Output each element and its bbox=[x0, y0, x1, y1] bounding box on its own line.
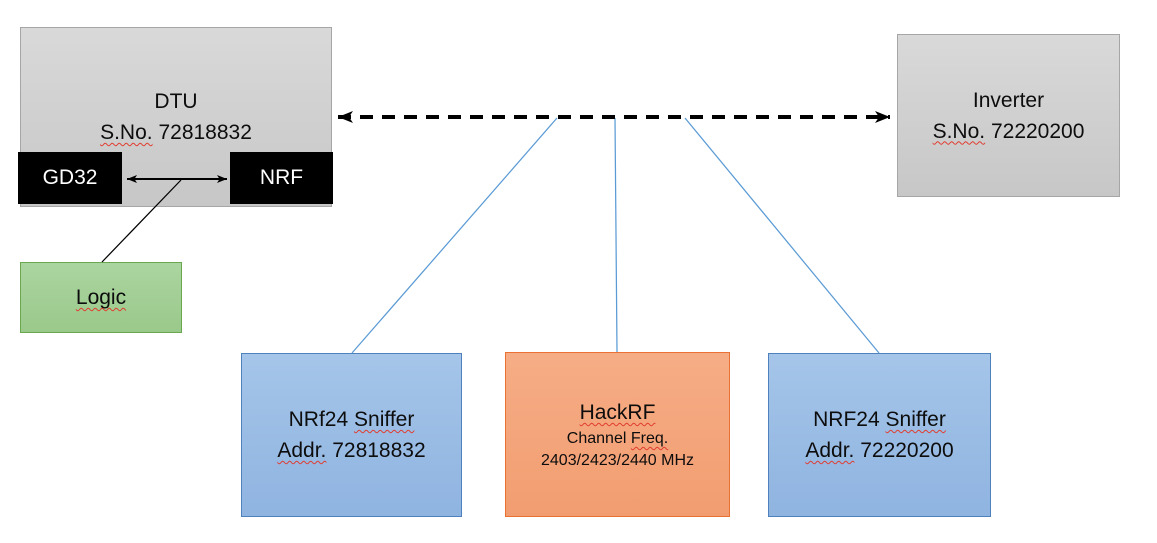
gd32-box: GD32 bbox=[18, 152, 122, 204]
logic-box: Logic bbox=[20, 262, 182, 333]
dtu-serial: S.No. 72818832 bbox=[100, 121, 252, 144]
hackrf-frequencies: 2403/2423/2440 MHz bbox=[541, 452, 694, 469]
sniffer-left-title: NRf24 Sniffer bbox=[288, 408, 415, 431]
sniffer-right-address: Addr. 72220200 bbox=[805, 439, 954, 462]
sniffer-right-box: NRF24 Sniffer Addr. 72220200 bbox=[768, 353, 991, 517]
logic-label: Logic bbox=[75, 286, 127, 309]
hackrf-channel-label: Channel Freq. bbox=[566, 430, 669, 447]
dtu-title: DTU bbox=[154, 90, 198, 113]
sniffer-left-connector-line bbox=[351, 117, 558, 354]
inverter-title: Inverter bbox=[972, 88, 1045, 112]
gd32-label: GD32 bbox=[42, 166, 98, 189]
hackrf-connector-line bbox=[614, 117, 618, 353]
sniffer-right-connector-line bbox=[684, 117, 880, 354]
hackrf-title: HackRF bbox=[579, 401, 656, 424]
sniffer-right-title: NRF24 Sniffer bbox=[813, 408, 946, 431]
sniffer-left-address: Addr. 72818832 bbox=[277, 439, 426, 462]
sniffer-left-box: NRf24 Sniffer Addr. 72818832 bbox=[241, 353, 462, 517]
nrf-label: NRF bbox=[259, 166, 304, 189]
nrf-box: NRF bbox=[230, 152, 333, 204]
inverter-box: Inverter S.No. 72220200 bbox=[897, 34, 1120, 197]
hackrf-box: HackRF Channel Freq. 2403/2423/2440 MHz bbox=[505, 352, 730, 517]
inverter-serial: S.No. 72220200 bbox=[932, 119, 1085, 143]
